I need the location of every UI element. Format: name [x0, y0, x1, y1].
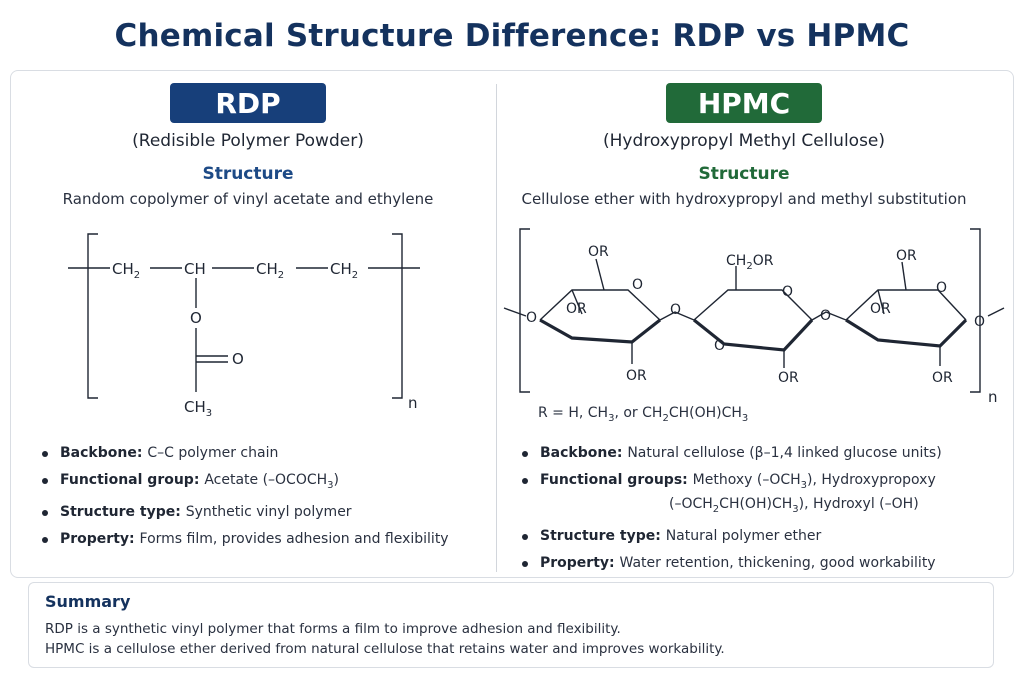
rdp-carbonyl-oxygen-label: O [232, 350, 244, 368]
hpmc-or-label: OR [870, 301, 891, 317]
rdp-structure-heading: Structure [202, 164, 294, 184]
hpmc-ring-oxygen-label: O [714, 338, 725, 354]
hpmc-property-list: Backbone: Natural cellulose (β–1,4 linke… [520, 444, 990, 581]
hpmc-ring-3-top [845, 289, 967, 321]
hpmc-structure-description: Cellulose ether with hydroxypropyl and m… [521, 190, 967, 208]
hpmc-glycosidic-oxygen-label: O [670, 302, 681, 318]
rdp-badge: RDP [170, 83, 326, 123]
hpmc-repeat-unit [503, 228, 1005, 393]
hpmc-ring-1-top [539, 289, 661, 321]
hpmc-structure-heading: Structure [698, 164, 790, 184]
summary-panel: Summary RDP is a synthetic vinyl polymer… [28, 582, 994, 668]
summary-line-hpmc: HPMC is a cellulose ether derived from n… [45, 641, 725, 657]
hpmc-or-label: OR [566, 301, 587, 317]
hpmc-or-label: OR [778, 370, 799, 386]
hpmc-oxygen-label: O [974, 314, 985, 330]
hpmc-or-label: OR [896, 248, 917, 264]
hpmc-glycosidic-bond [811, 311, 847, 321]
hpmc-glycosidic-oxygen-label: O [820, 308, 831, 324]
list-item: Property: Forms film, provides adhesion … [40, 530, 470, 549]
rdp-subtitle: (Redisible Polymer Powder) [132, 131, 364, 151]
hpmc-subtitle: (Hydroxypropyl Methyl Cellulose) [602, 131, 886, 151]
hpmc-chain-end [987, 307, 1005, 317]
hpmc-repeat-n: n [988, 388, 998, 406]
rdp-ch-label: CH [184, 260, 206, 278]
hpmc-or-label: OR [626, 368, 647, 384]
rdp-structure-description: Random copolymer of vinyl acetate and et… [62, 190, 434, 208]
list-item: Backbone: C–C polymer chain [40, 444, 470, 463]
summary-line-rdp: RDP is a synthetic vinyl polymer that fo… [45, 621, 621, 637]
hpmc-ring-oxygen-label: O [632, 277, 643, 293]
hpmc-right-bracket [970, 228, 981, 393]
list-item: Structure type: Natural polymer ether [520, 527, 990, 546]
hpmc-bond [901, 261, 907, 291]
rdp-repeat-unit [68, 233, 420, 399]
rdp-ch2-label: CH2 [330, 260, 358, 281]
page-title: Chemical Structure Difference: RDP vs HP… [114, 18, 910, 54]
list-item: Property: Water retention, thickening, g… [520, 554, 990, 573]
hpmc-ring-oxygen-label: O [782, 284, 793, 300]
rdp-right-bracket [392, 233, 403, 399]
hpmc-left-bracket [519, 228, 530, 393]
column-divider [496, 84, 497, 572]
hpmc-atom-labels: O OR OR O OR O CH2OR O O OR O OR OR O OR… [526, 244, 998, 406]
summary-title: Summary [45, 592, 131, 611]
rdp-ch2-label: CH2 [256, 260, 284, 281]
rdp-atom-labels: CH2 CH CH2 CH2 O O CH3 n [112, 260, 418, 419]
hpmc-or-label: OR [588, 244, 609, 260]
r-group-definition: R = H, CH3, or CH2CH(OH)CH3 [538, 405, 749, 424]
hpmc-or-label: OR [932, 370, 953, 386]
list-item: Structure type: Synthetic vinyl polymer [40, 503, 470, 522]
hpmc-ring-3-front [845, 318, 968, 348]
hpmc-glycosidic-bond [659, 311, 695, 321]
hpmc-bond [595, 258, 605, 291]
hpmc-bond [571, 289, 583, 315]
list-item: Functional group: Acetate (–OCOCH3) [40, 471, 470, 495]
rdp-repeat-n: n [408, 394, 418, 412]
rdp-ch3-label: CH3 [184, 398, 212, 419]
hpmc-bond [877, 289, 885, 315]
rdp-ch2-label: CH2 [112, 260, 140, 281]
hpmc-oxygen-label: O [526, 310, 537, 326]
rdp-ester-oxygen-label: O [190, 309, 202, 327]
hpmc-ring-oxygen-label: O [936, 280, 947, 296]
hpmc-chain-end [503, 307, 527, 317]
hpmc-badge: HPMC [666, 83, 822, 123]
list-item: Functional groups: Methoxy (–OCH3), Hydr… [520, 471, 990, 519]
list-item: Backbone: Natural cellulose (β–1,4 linke… [520, 444, 990, 463]
rdp-left-bracket [87, 233, 98, 399]
hpmc-ring-1-front [539, 318, 661, 344]
comparison-panel [10, 70, 1014, 578]
hpmc-ch2or-label: CH2OR [726, 253, 774, 272]
rdp-property-list: Backbone: C–C polymer chain Functional g… [40, 444, 470, 557]
hpmc-ring-2-front [693, 318, 814, 352]
hpmc-ring-2-top [693, 289, 813, 321]
